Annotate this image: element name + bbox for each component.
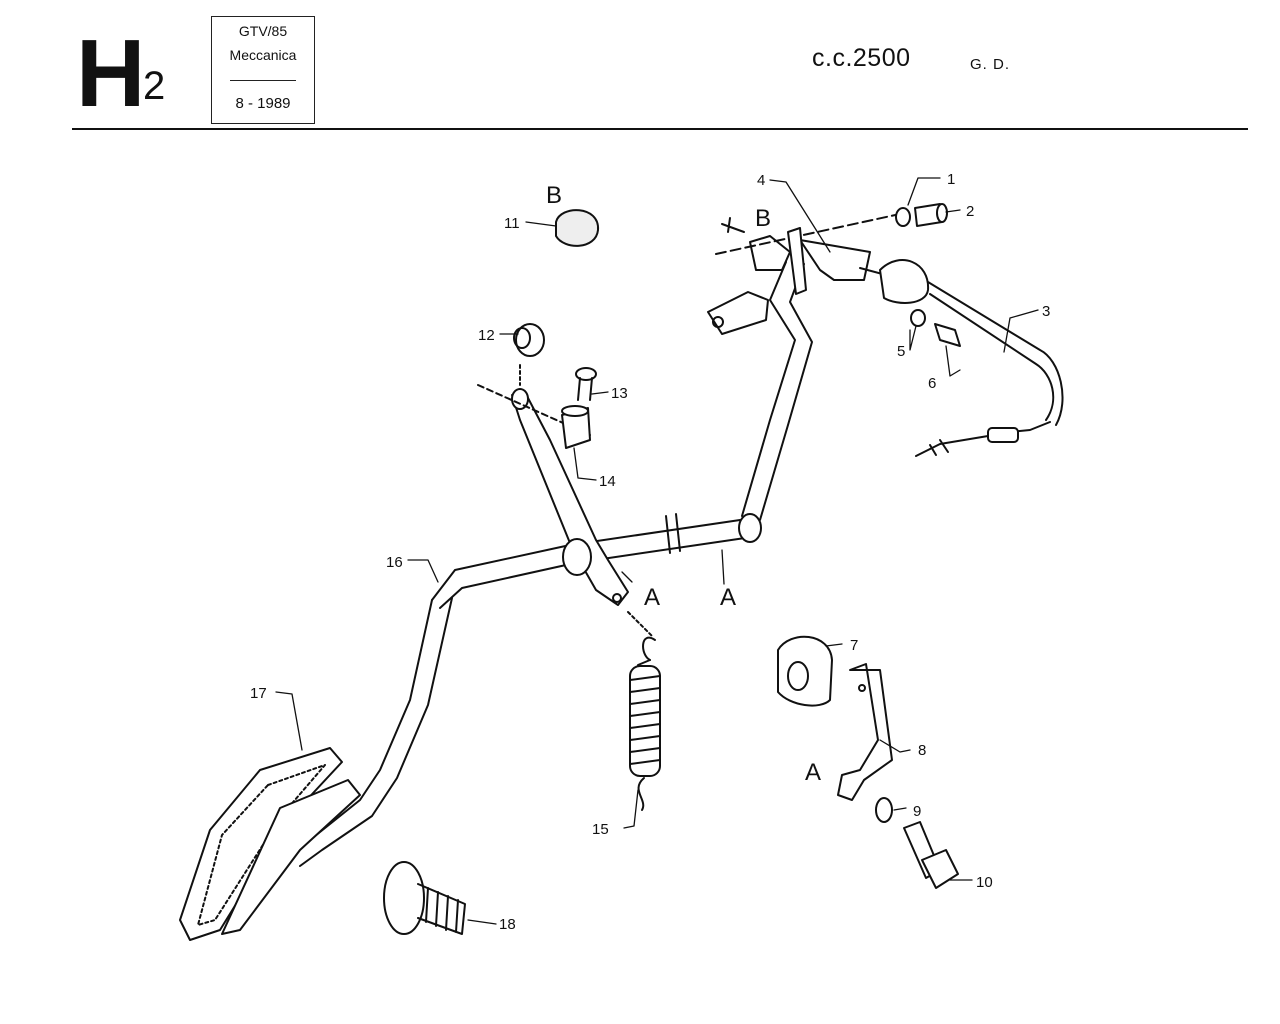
callout-8: 8 bbox=[918, 742, 926, 759]
callout-7: 7 bbox=[850, 637, 858, 654]
small-screw bbox=[721, 217, 745, 233]
callout-11: 11 bbox=[504, 215, 520, 232]
part-10-bolt bbox=[903, 821, 959, 889]
part-15-return-spring bbox=[627, 611, 661, 811]
drive-label: G. D. bbox=[970, 56, 1011, 73]
engine-label: c.c.2500 bbox=[812, 44, 911, 72]
part-3-cable bbox=[859, 259, 1064, 457]
ref-mark-a-shaft: A bbox=[720, 584, 736, 611]
info-divider bbox=[230, 80, 296, 81]
pivot-arm bbox=[477, 384, 629, 606]
callout-14: 14 bbox=[599, 473, 616, 490]
part-17-pedal-pad bbox=[179, 747, 361, 941]
part-9-washer bbox=[875, 797, 893, 823]
ref-mark-a-pivot: A bbox=[644, 584, 660, 611]
part-1-washer bbox=[895, 207, 911, 227]
callout-13: 13 bbox=[611, 385, 628, 402]
part-13-bolt bbox=[575, 367, 597, 401]
callout-10: 10 bbox=[976, 874, 993, 891]
info-box: GTV/85 Meccanica 8 - 1989 bbox=[211, 16, 315, 124]
callout-2: 2 bbox=[966, 203, 974, 220]
model-label: GTV/85 bbox=[238, 23, 288, 39]
part-18-bolt bbox=[383, 861, 466, 935]
callout-6: 6 bbox=[928, 375, 936, 392]
part-7-bushing bbox=[777, 635, 833, 707]
part-2-screw bbox=[914, 203, 948, 227]
part-8-bracket bbox=[837, 663, 893, 801]
part-4-bracket bbox=[707, 213, 901, 335]
callout-3: 3 bbox=[1042, 303, 1050, 320]
callout-12: 12 bbox=[478, 327, 495, 344]
ref-mark-a-bracket: A bbox=[805, 759, 821, 786]
callout-15: 15 bbox=[592, 821, 609, 838]
callout-5: 5 bbox=[897, 343, 905, 360]
callout-4: 4 bbox=[757, 172, 765, 189]
callout-17: 17 bbox=[250, 685, 267, 702]
callout-leaders bbox=[275, 177, 1039, 925]
category-label: Meccanica bbox=[229, 47, 297, 63]
section-number: 2 bbox=[143, 64, 166, 108]
part-6-screw bbox=[934, 323, 961, 347]
callout-18: 18 bbox=[499, 916, 516, 933]
part-11-rubber-stop bbox=[555, 209, 600, 247]
callout-16: 16 bbox=[386, 554, 403, 571]
header-divider bbox=[72, 128, 1248, 130]
section-letter: H bbox=[76, 20, 145, 127]
ref-mark-b-stop: B bbox=[546, 182, 562, 209]
part-5-washer bbox=[910, 309, 926, 327]
callout-1: 1 bbox=[947, 171, 955, 188]
part-12-bushing bbox=[513, 323, 545, 386]
part-14-clip bbox=[561, 405, 591, 449]
date-label: 8 - 1989 bbox=[235, 95, 291, 112]
callout-9: 9 bbox=[913, 803, 921, 820]
ref-mark-b-bracket: B bbox=[755, 205, 771, 232]
